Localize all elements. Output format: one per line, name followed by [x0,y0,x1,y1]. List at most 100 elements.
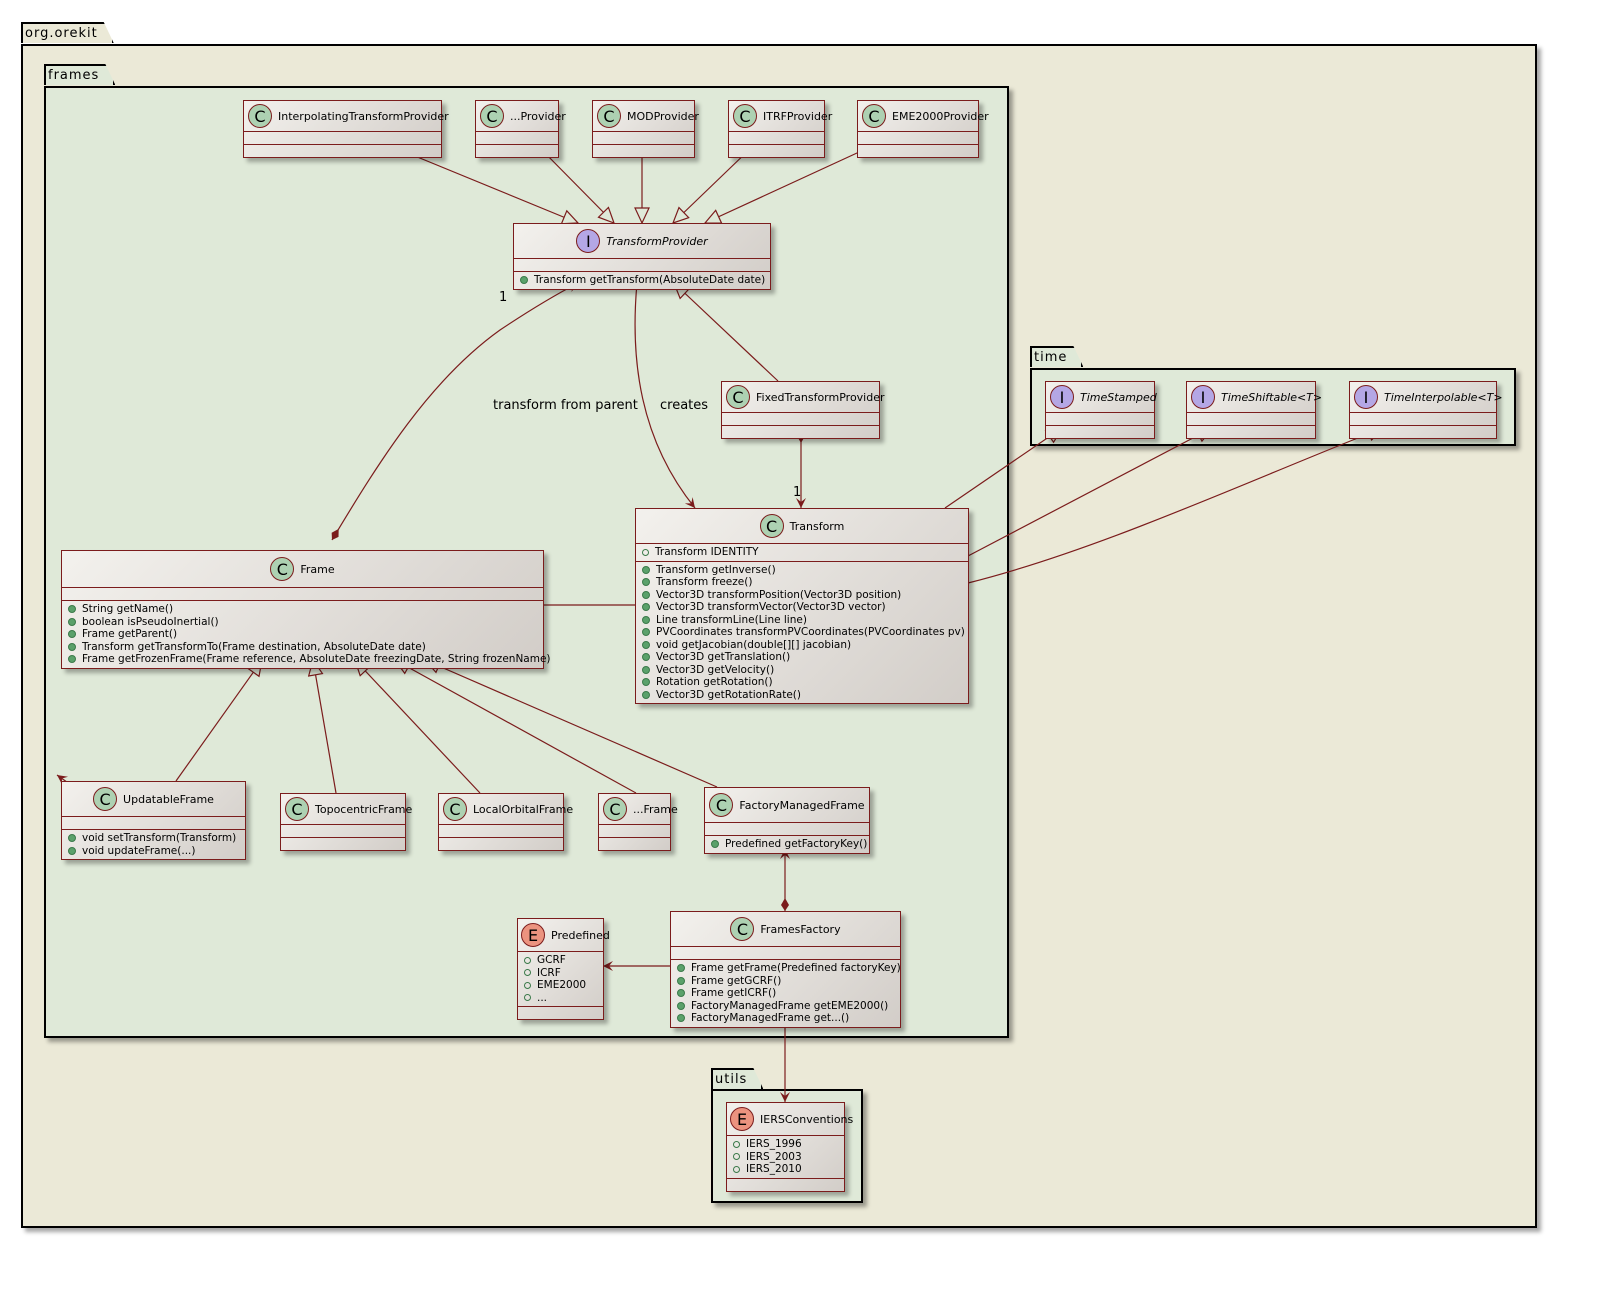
method-row: Transform getInverse() [642,564,962,577]
class-icon: C [248,104,272,128]
public-method-icon [642,565,650,574]
method-row: Predefined getFactoryKey() [711,838,867,851]
methods-section: String getName()boolean isPseudoInertial… [62,600,551,668]
class-icon: C [443,797,467,821]
public-field-icon [524,981,531,989]
fields-section [1187,412,1315,425]
enum-icon: E [730,1107,754,1131]
public-method-icon [642,603,650,612]
methods-section [1046,425,1154,438]
class-icon: C [733,104,757,128]
class-icon: C [730,917,755,941]
method-row: PVCoordinates transformPVCoordinates(PVC… [642,626,965,639]
class-icon: C [285,797,309,821]
class-icon: C [597,104,621,128]
public-method-icon [68,605,76,614]
fields-section [1046,412,1154,425]
class-frame[interactable]: C Frame String getName()boolean isPseudoI… [61,550,551,669]
public-method-icon [68,642,76,651]
class-etc-frame[interactable]: C...Frame [598,793,678,851]
public-field-icon [524,994,531,1002]
method-row: boolean isPseudoInertial() [68,616,537,629]
class-name: LocalOrbitalFrame [473,802,574,816]
class-icon: C [270,557,295,581]
interface-icon: I [1050,385,1074,409]
methods-section [1187,425,1315,438]
fields-section [593,131,694,144]
interface-icon: I [576,229,601,253]
enum-icon: E [521,923,545,947]
methods-section [593,144,694,157]
package-tab-org-orekit: org.orekit [21,22,114,43]
methods-section: Transform getTransform(AbsoluteDate date… [514,271,770,289]
interface-icon: I [1191,385,1215,409]
method-row: Line transformLine(Line line) [642,614,962,627]
public-method-icon [520,276,528,285]
class-itrf-provider[interactable]: C ITRFProvider [728,100,832,158]
class-name: ITRFProvider [763,109,833,123]
fields-section [476,131,558,144]
interface-name: TimeStamped [1080,390,1157,404]
public-method-icon [642,615,650,624]
class-name: InterpolatingTransformProvider [278,109,449,123]
methods-section [244,144,441,157]
class-local-orbital-frame[interactable]: C LocalOrbitalFrame [438,793,573,851]
class-icon: C [726,385,750,409]
methods-section [1350,425,1496,438]
method-row: Frame getFrozenFrame(Frame reference, Ab… [68,653,551,666]
method-row: FactoryManagedFrame getEME2000() [677,1000,894,1013]
methods-section [518,1006,603,1019]
public-method-icon [642,640,650,649]
enum-value-row: EME2000 [524,979,597,992]
public-method-icon [677,964,685,973]
public-method-icon [642,628,650,637]
enum-value-row: IERS_1996 [733,1138,838,1151]
class-name: Transform [789,519,845,533]
enum-value-row: ICRF [524,967,597,980]
package-tab-utils: utils [711,1068,763,1089]
class-name: MODProvider [627,109,699,123]
methods-section: Predefined getFactoryKey() [705,835,869,853]
class-mod-provider[interactable]: C MODProvider [592,100,699,158]
interface-time-stamped[interactable]: I TimeStamped [1045,381,1157,439]
fields-section [705,822,869,835]
class-etc-provider[interactable]: C...Provider [475,100,566,158]
class-name: FramesFactory [760,922,841,936]
class-interpolating-transform-provider[interactable]: C InterpolatingTransformProvider [243,100,449,158]
class-icon: C [93,787,118,811]
fields-section [599,824,670,837]
method-row: Vector3D getTranslation() [642,651,962,664]
public-field-icon [733,1165,740,1173]
public-method-icon [68,617,76,626]
class-icon: C [759,514,784,538]
method-row: FactoryManagedFrame get...() [677,1012,894,1025]
label-creates: creates [660,398,709,413]
method-row: Transform freeze() [642,576,962,589]
fields-section [281,824,405,837]
interface-name: TimeInterpolable<T> [1384,390,1503,404]
methods-section [281,837,405,850]
public-method-icon [677,1001,685,1010]
multiplicity-fixed: 1 [793,485,802,500]
fields-section [514,258,770,271]
method-row: Vector3D getVelocity() [642,664,962,677]
public-field-icon [524,956,531,964]
methods-section [727,1177,844,1191]
class-name: Frame [300,562,335,576]
public-method-icon [677,976,685,985]
package-tab-frames: frames [44,64,115,85]
method-row: Transform getTransform(AbsoluteDate date… [520,274,765,287]
